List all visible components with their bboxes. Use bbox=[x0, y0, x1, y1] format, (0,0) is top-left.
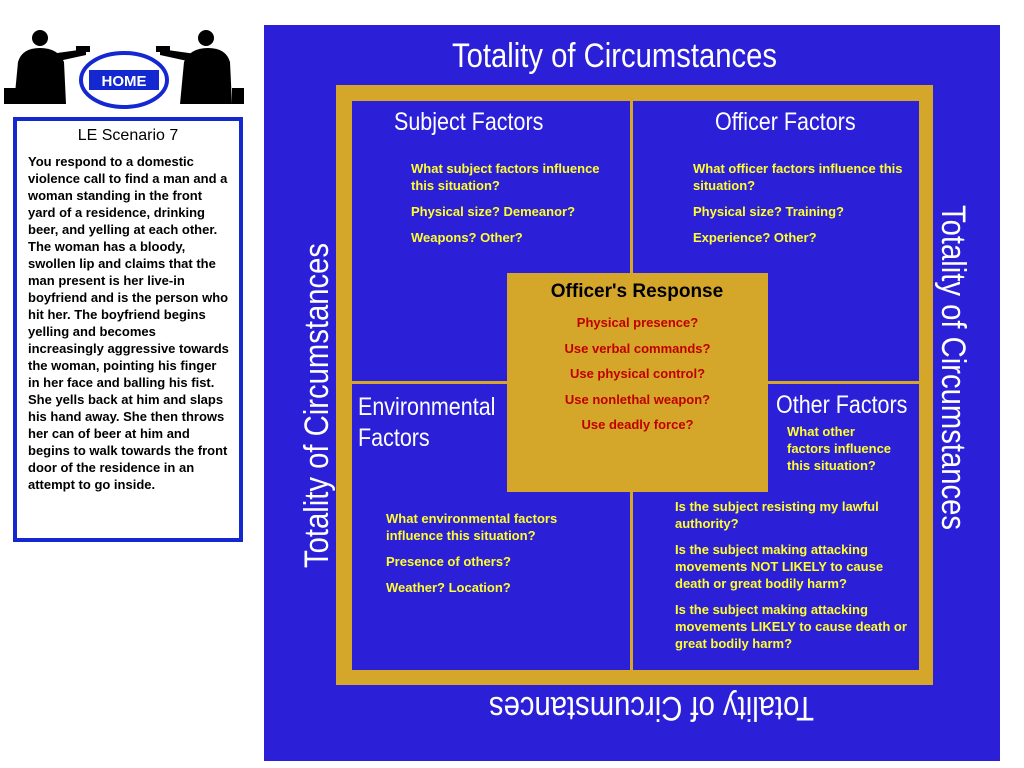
other-questions: Is the subject resisting my lawful autho… bbox=[675, 498, 913, 661]
scenario-text: You respond to a domestic violence call … bbox=[28, 154, 229, 492]
environmental-question: Presence of others? bbox=[386, 554, 511, 569]
frame-left bbox=[336, 85, 352, 685]
home-label: HOME bbox=[102, 73, 147, 90]
title-top: Totality of Circumstances bbox=[452, 37, 777, 75]
totality-diagram: Totality of Circumstances Totality of Ci… bbox=[264, 25, 1000, 761]
environmental-questions: What environmental factors influence thi… bbox=[386, 510, 586, 605]
officer-question: Physical size? Training? bbox=[693, 204, 844, 219]
subject-question: Physical size? Demeanor? bbox=[411, 204, 576, 219]
officer-silhouettes-icon bbox=[4, 30, 244, 104]
officer-response-title: Officer's Response bbox=[550, 281, 724, 302]
officer-response-list: Physical presence? Use verbal commands? … bbox=[507, 314, 768, 442]
environmental-question: Weather? Location? bbox=[386, 580, 511, 595]
title-right: Totality of Circumstances bbox=[934, 205, 972, 530]
officer-questions: What officer factors influence this situ… bbox=[693, 160, 908, 255]
other-question: Is the subject making attacking movement… bbox=[675, 602, 907, 651]
other-factors-intro: What other factors influence this situat… bbox=[787, 424, 892, 473]
officer-factors-header: Officer Factors bbox=[715, 108, 856, 136]
environmental-factors-header-line1: Environmental bbox=[358, 393, 496, 421]
subject-question: Weapons? Other? bbox=[411, 230, 523, 245]
other-factors-header: Other Factors bbox=[776, 391, 908, 419]
subject-questions: What subject factors influence this situ… bbox=[411, 160, 626, 255]
title-bottom: Totality of Circumstances bbox=[489, 689, 814, 727]
response-option: Use verbal commands? bbox=[564, 340, 711, 356]
scenario-panel: LE Scenario 7 You respond to a domestic … bbox=[13, 117, 243, 542]
response-option: Use physical control? bbox=[569, 366, 706, 381]
environmental-factors-header-line2: Factors bbox=[358, 424, 430, 452]
response-option: Use deadly force? bbox=[581, 417, 694, 432]
frame-right bbox=[919, 85, 933, 685]
frame-bottom bbox=[336, 670, 933, 685]
other-question: Is the subject making attacking movement… bbox=[675, 542, 884, 591]
response-option: Physical presence? bbox=[576, 315, 699, 330]
home-button[interactable]: HOME bbox=[79, 51, 169, 109]
other-question: Is the subject resisting my lawful autho… bbox=[675, 499, 879, 531]
officer-question: What officer factors influence this situ… bbox=[693, 161, 903, 193]
subject-question: What subject factors influence this situ… bbox=[411, 161, 600, 193]
environmental-question: What environmental factors influence thi… bbox=[386, 511, 558, 543]
response-option: Use nonlethal weapon? bbox=[564, 391, 711, 407]
officer-response-box bbox=[507, 273, 768, 492]
title-left: Totality of Circumstances bbox=[298, 243, 336, 569]
officer-question: Experience? Other? bbox=[693, 230, 817, 245]
subject-factors-header: Subject Factors bbox=[394, 108, 544, 136]
home-oval-icon: HOME bbox=[79, 51, 169, 109]
home-banner bbox=[4, 28, 244, 108]
scenario-title: LE Scenario 7 bbox=[77, 127, 179, 144]
frame-top bbox=[336, 85, 933, 101]
